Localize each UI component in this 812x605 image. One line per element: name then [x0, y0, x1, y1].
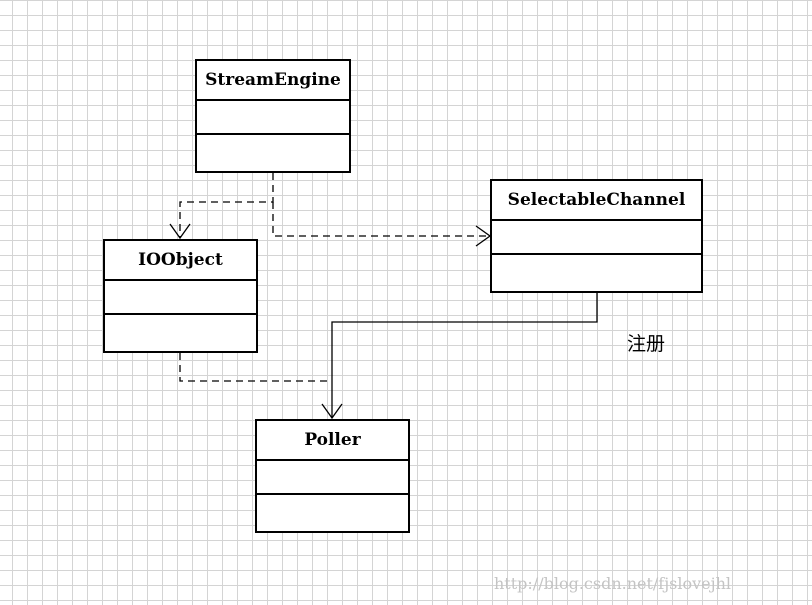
attributes-compartment	[105, 281, 256, 315]
attributes-compartment	[197, 101, 349, 135]
attributes-compartment	[257, 461, 408, 495]
edge-ioobject-poller	[179, 353, 332, 382]
arrowhead-poller	[321, 403, 343, 420]
class-name-ioobject: IOObject	[105, 241, 256, 281]
class-name-streamengine: StreamEngine	[197, 61, 349, 101]
class-box-ioobject[interactable]: IOObject	[103, 239, 258, 353]
operations-compartment	[197, 135, 349, 171]
arrowhead-ioobject	[169, 223, 191, 240]
operations-compartment	[105, 315, 256, 351]
operations-compartment	[492, 255, 701, 291]
registration-label: 注册	[627, 333, 666, 355]
class-name-poller: Poller	[257, 421, 408, 461]
edge-streamengine-ioobject	[179, 173, 274, 238]
watermark: http://blog.csdn.net/fjslovejhl	[494, 574, 732, 593]
class-box-selectablechannel[interactable]: SelectableChannel	[490, 179, 703, 293]
edge-streamengine-selectablechannel	[272, 202, 489, 237]
attributes-compartment	[492, 221, 701, 255]
class-box-poller[interactable]: Poller	[255, 419, 410, 533]
operations-compartment	[257, 495, 408, 531]
edge-selectablechannel-poller	[331, 293, 598, 418]
class-name-selectablechannel: SelectableChannel	[492, 181, 701, 221]
class-box-streamengine[interactable]: StreamEngine	[195, 59, 351, 173]
